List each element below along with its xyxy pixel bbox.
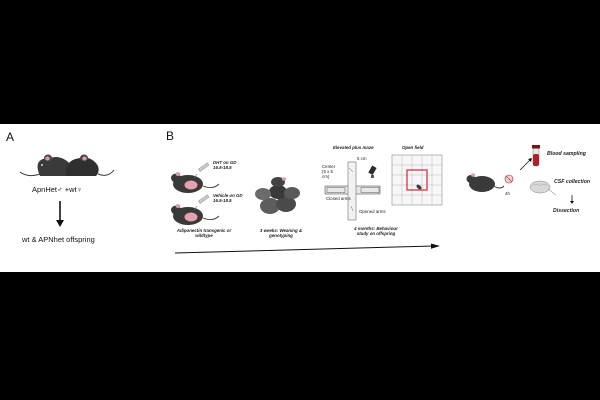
mouse-adult-icon (466, 173, 505, 192)
parents-label: ApnHet♂ +wt♀ (32, 185, 83, 194)
mouse-dht-icon (171, 172, 220, 193)
blood-sampling-label: Blood sampling (547, 151, 586, 157)
elevated-plus-maze-icon (324, 161, 381, 221)
weaning-label: 3 weeks: Weaning & genotyping (259, 228, 303, 238)
epm-title: Elevated plus maze (333, 145, 374, 150)
panel-a-down-arrow (56, 201, 64, 227)
behaviour-label: 4 months: Behaviour study on offspring (354, 226, 398, 236)
pups-group-icon (255, 177, 300, 214)
offspring-label: wt & APNhet offspring (22, 235, 95, 244)
arrow-to-blood-icon (519, 158, 532, 171)
center-label: Center (5 x 5 cm) (322, 164, 336, 179)
open-field-center-zone (406, 169, 428, 191)
mouse-genotype-label: Adiponectin transgenic or wildtype (176, 228, 232, 238)
dissection-arrow-icon (570, 195, 574, 204)
anesthesia-icon (504, 174, 514, 184)
syringe-vehicle-icon (193, 194, 210, 211)
diagram-canvas (19, 145, 574, 254)
blood-tube-icon (532, 145, 540, 167)
dht-label: DHT on GD 16.5-18.5 (213, 160, 237, 170)
open-field-arena-icon (391, 154, 443, 206)
mouse-vehicle-icon (171, 204, 220, 225)
arm-length-label: 5 cm (357, 156, 367, 161)
csf-collection-label: CSF collection (554, 179, 591, 185)
anesthesia-duration-label: 4h (505, 191, 510, 196)
dissection-label: Dissection (553, 208, 580, 214)
mouse-parent-female-icon (19, 154, 115, 177)
panel-a-letter: A (6, 130, 15, 144)
brain-icon (529, 180, 557, 196)
mouse-parent-male-icon (37, 154, 97, 176)
closed-arms-label: Closed arms (326, 196, 351, 201)
open-field-mouse (416, 184, 422, 190)
open-field-title: Open field (402, 145, 424, 150)
timeline-arrow (174, 243, 440, 254)
vehicle-label: Vehicle on GD 16.5-18.5 (213, 193, 243, 203)
syringe-dht-icon (193, 162, 210, 179)
opened-arms-label: Opened arms (359, 209, 386, 214)
figure-panel: A (0, 124, 600, 272)
panel-b-letter: B (166, 129, 175, 143)
camera-icon (368, 165, 377, 178)
